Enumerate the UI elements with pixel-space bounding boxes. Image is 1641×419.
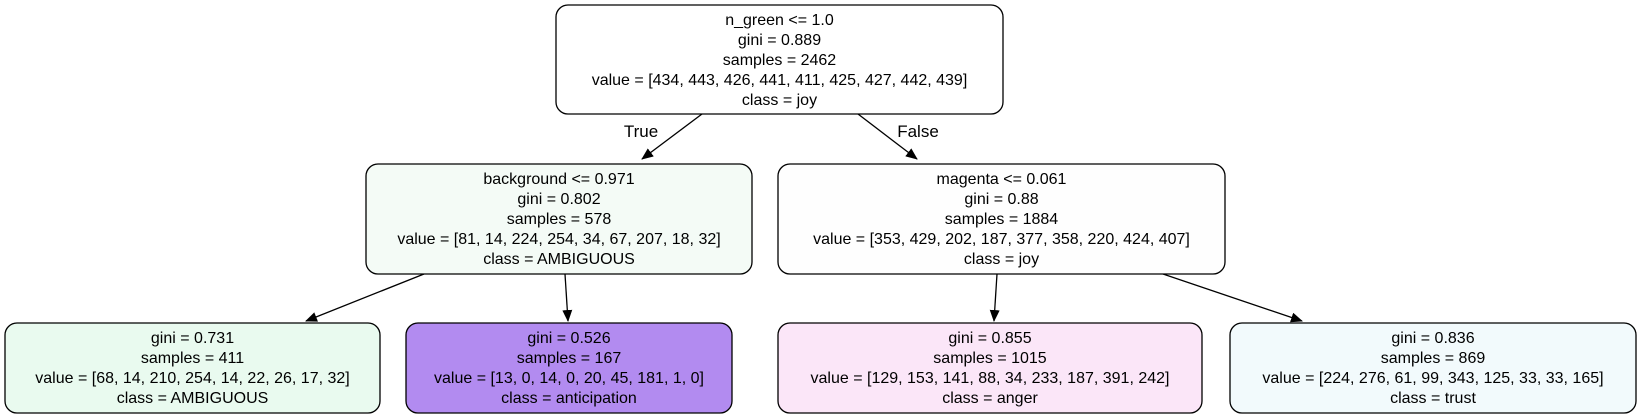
node-root: n_green <= 1.0 gini = 0.889 samples = 24… (555, 4, 1004, 115)
node-leaf-4-gini: gini = 0.836 (1391, 330, 1474, 347)
edge-root-to-left (641, 113, 703, 160)
node-leaf-1: gini = 0.731 samples = 411 value = [68, … (4, 322, 381, 414)
node-left-value: value = [81, 14, 224, 254, 34, 67, 207, … (397, 231, 720, 248)
edge-right-to-leaf-4 (1162, 273, 1303, 323)
node-leaf-3-samples: samples = 1015 (933, 350, 1047, 367)
node-root-value: value = [434, 443, 426, 441, 411, 425, 4… (592, 72, 968, 89)
node-root-box (555, 4, 1004, 115)
node-root-split: n_green <= 1.0 (725, 12, 834, 29)
node-leaf-3-class: class = anger (942, 390, 1038, 407)
node-left-gini: gini = 0.802 (517, 191, 600, 208)
node-leaf-2-samples: samples = 167 (517, 350, 622, 367)
node-root-samples: samples = 2462 (723, 52, 837, 69)
edge-left-to-leaf-2 (562, 273, 573, 322)
node-leaf-2: gini = 0.526 samples = 167 value = [13, … (405, 322, 733, 414)
edge-right-to-leaf-3 (989, 273, 1000, 322)
node-leaf-3: gini = 0.855 samples = 1015 value = [129… (777, 322, 1203, 414)
node-leaf-2-gini: gini = 0.526 (527, 330, 610, 347)
node-leaf-1-samples: samples = 411 (141, 350, 244, 367)
node-left-box (365, 163, 753, 275)
node-leaf-4-samples: samples = 869 (1381, 350, 1486, 367)
edge-label-false: False (897, 122, 939, 141)
node-leaf-4: gini = 0.836 samples = 869 value = [224,… (1229, 322, 1637, 414)
node-leaf-2-value: value = [13, 0, 14, 0, 20, 45, 181, 1, 0… (434, 370, 704, 387)
node-right-class: class = joy (964, 251, 1039, 268)
edge-root-to-right (857, 113, 918, 160)
node-leaf-2-box (405, 322, 733, 414)
node-left-samples: samples = 578 (507, 211, 612, 228)
node-leaf-1-class: class = AMBIGUOUS (117, 390, 269, 407)
node-leaf-1-value: value = [68, 14, 210, 254, 14, 22, 26, 1… (35, 370, 349, 387)
node-leaf-2-class: class = anticipation (501, 390, 637, 407)
node-right-split: magenta <= 0.061 (937, 171, 1067, 188)
edge-label-true: True (624, 122, 658, 141)
node-root-gini: gini = 0.889 (738, 32, 821, 49)
edges: True False (305, 113, 1303, 323)
node-right-samples: samples = 1884 (945, 211, 1059, 228)
node-left: background <= 0.971 gini = 0.802 samples… (365, 163, 753, 275)
node-root-class: class = joy (742, 92, 817, 109)
node-leaf-3-value: value = [129, 153, 141, 88, 34, 233, 187… (811, 370, 1170, 387)
node-leaf-1-box (4, 322, 381, 414)
node-leaf-4-value: value = [224, 276, 61, 99, 343, 125, 33,… (1262, 370, 1603, 387)
node-left-split: background <= 0.971 (483, 171, 634, 188)
node-right: magenta <= 0.061 gini = 0.88 samples = 1… (777, 163, 1226, 275)
node-right-box (777, 163, 1226, 275)
node-leaf-3-gini: gini = 0.855 (948, 330, 1031, 347)
node-leaf-1-gini: gini = 0.731 (151, 330, 234, 347)
node-leaf-4-class: class = trust (1390, 390, 1476, 407)
node-leaf-3-box (777, 322, 1203, 414)
node-right-value: value = [353, 429, 202, 187, 377, 358, 2… (813, 231, 1190, 248)
node-left-class: class = AMBIGUOUS (483, 251, 635, 268)
edge-left-to-leaf-1 (305, 273, 425, 322)
node-leaf-4-box (1229, 322, 1637, 414)
node-right-gini: gini = 0.88 (964, 191, 1038, 208)
